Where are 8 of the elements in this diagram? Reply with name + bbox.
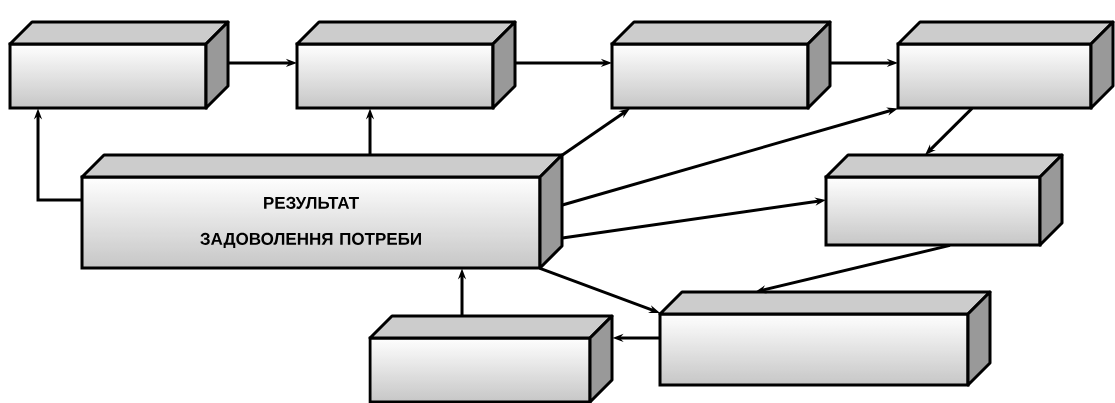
box-3d xyxy=(896,20,1115,110)
box-3d xyxy=(8,20,230,110)
result-box: РЕЗУЛЬТАТ ЗАДОВОЛЕННЯ ПОТРЕБИ xyxy=(80,153,564,270)
box-3d xyxy=(610,20,832,110)
box-3d xyxy=(295,20,517,110)
box-3d xyxy=(658,290,992,387)
box-3d xyxy=(824,153,1064,247)
box-3d xyxy=(368,314,614,403)
